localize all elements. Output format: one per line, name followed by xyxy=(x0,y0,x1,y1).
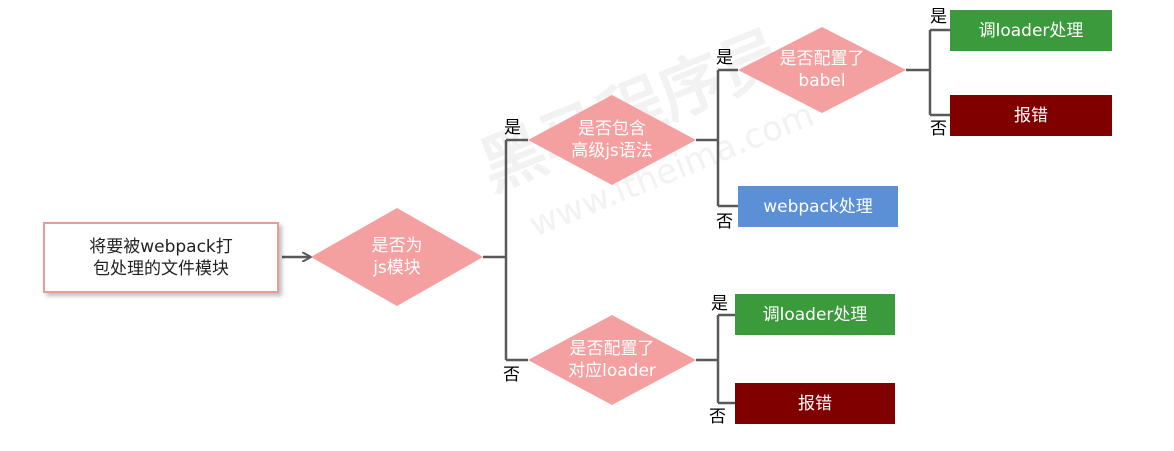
result-loader-yes-box: 调loader处理 xyxy=(735,294,895,335)
decision-loader-line1: 是否配置了 xyxy=(569,339,655,359)
decision-advanced-line2: 高级js语法 xyxy=(571,141,653,161)
decision-babel-line2: babel xyxy=(798,71,846,91)
start-node: 将要被webpack打 包处理的文件模块 xyxy=(43,222,279,293)
decision-babel-diamond xyxy=(738,27,906,113)
label-loader-yes: 是 xyxy=(711,294,728,314)
label-adv-no: 否 xyxy=(716,212,733,232)
label-babel-yes: 是 xyxy=(930,7,947,27)
decision-js-line1: 是否为 xyxy=(371,236,423,256)
label-loader-no: 否 xyxy=(709,407,726,427)
decision-js-line2: js模块 xyxy=(373,258,421,278)
decision-loader-diamond xyxy=(528,315,696,405)
result-babel-yes-box: 调loader处理 xyxy=(950,10,1112,51)
label-js-no: 否 xyxy=(503,365,520,385)
label-adv-yes: 是 xyxy=(716,48,733,68)
label-babel-no: 否 xyxy=(930,119,947,139)
decision-js-diamond xyxy=(311,208,483,306)
decision-advanced: 是否包含 高级js语法 xyxy=(548,110,676,170)
decision-babel-line1: 是否配置了 xyxy=(779,49,865,69)
decision-loader: 是否配置了 对应loader xyxy=(548,330,676,390)
connectors xyxy=(282,28,950,405)
decision-babel: 是否配置了 babel xyxy=(758,40,886,100)
start-line2: 包处理的文件模块 xyxy=(93,258,229,279)
decision-js: 是否为 js模块 xyxy=(331,227,463,287)
decision-loader-line2: 对应loader xyxy=(568,361,656,381)
label-js-yes: 是 xyxy=(504,118,521,138)
result-webpack-box: webpack处理 xyxy=(738,186,898,227)
result-babel-no-box: 报错 xyxy=(950,95,1112,136)
result-loader-no-box: 报错 xyxy=(735,383,895,424)
decision-advanced-diamond xyxy=(528,95,696,185)
decision-advanced-line1: 是否包含 xyxy=(578,119,646,139)
start-line1: 将要被webpack打 xyxy=(89,236,233,257)
diamonds xyxy=(311,27,906,405)
